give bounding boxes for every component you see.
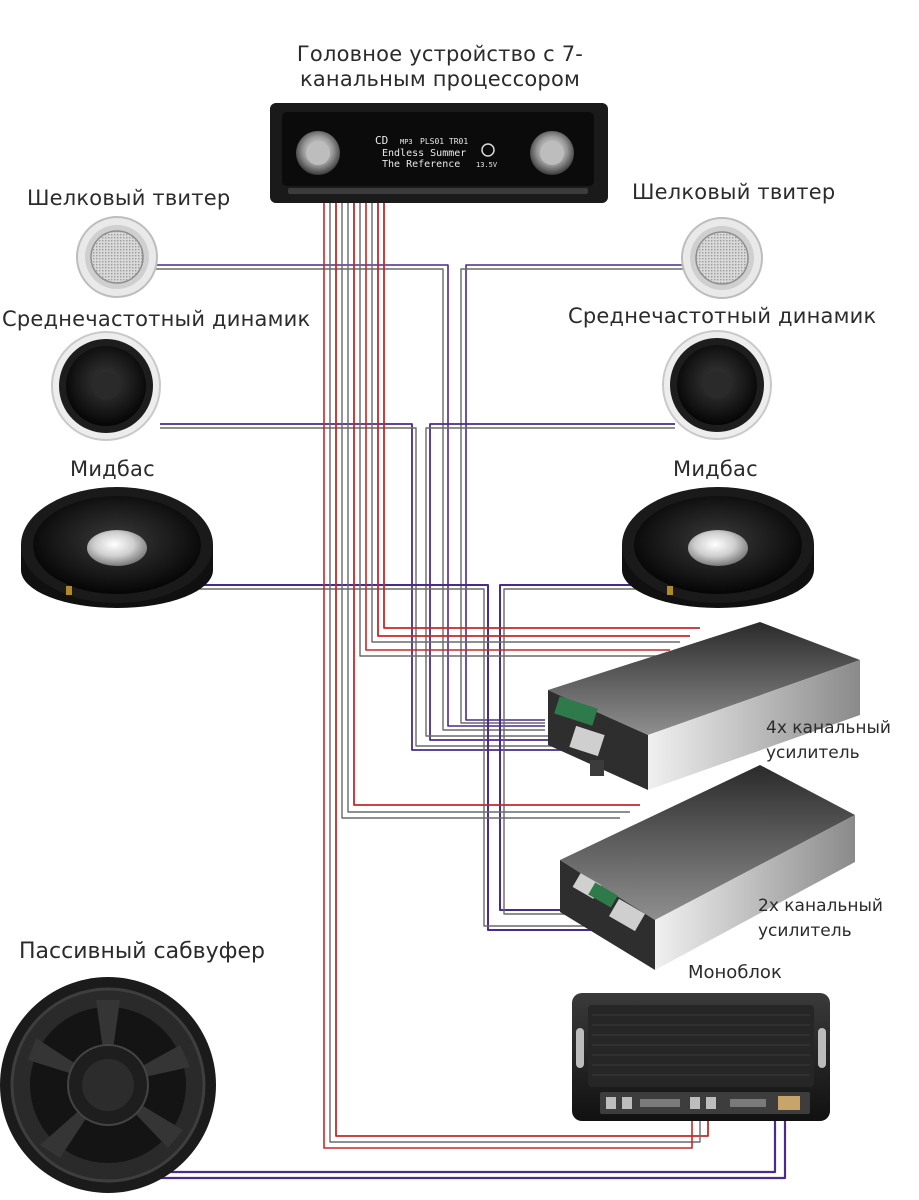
head-unit-label: Головное устройство с 7- канальным проце…	[0, 42, 880, 92]
wire-midrange-left-b	[160, 427, 575, 747]
subwoofer-label: Пассивный сабвуфер	[19, 939, 265, 964]
wire-tweeter-right-a	[465, 264, 685, 721]
midrange-left-label: Среднечастотный динамик	[2, 307, 311, 331]
wire-midrange-right-a	[429, 423, 675, 741]
amplifier-4ch-label: 4х канальный усилитель	[766, 716, 891, 765]
wire-rca-4ch-red-2	[377, 203, 690, 637]
wire-rca-4ch-red-1	[383, 203, 700, 629]
wire-tweeter-left-a	[155, 264, 545, 727]
lcd-voltage: 13.5V	[476, 161, 498, 169]
wire-rca-4ch-red-3	[365, 203, 670, 651]
wire-midbass-left-b	[180, 588, 615, 927]
power-icon	[481, 143, 495, 157]
head-unit-label-line-2: канальным процессором	[299, 67, 581, 92]
mono-amplifier-label: Моноблок	[688, 962, 782, 983]
amplifier-mono	[572, 993, 830, 1121]
wire-rca-2ch-gray-1	[347, 203, 630, 813]
wire-midbass-right-a	[499, 584, 660, 911]
head-unit: CD MP3 PLS01 TR01 Endless Summer The Ref…	[270, 103, 608, 203]
wire-rca-mono-gray	[329, 203, 701, 1143]
wire-subwoofer-b	[140, 1120, 787, 1180]
midbass-left	[21, 487, 213, 608]
lcd-line-2: The Reference	[382, 159, 460, 170]
wire-midrange-left-a	[160, 423, 575, 751]
midrange-right-label: Среднечастотный динамик	[568, 304, 877, 328]
amplifier-4ch-label-line-2: усилитель	[766, 742, 860, 763]
wire-midbass-left-a	[180, 584, 615, 931]
lcd-format: MP3	[400, 138, 413, 146]
subwoofer	[0, 977, 216, 1193]
amplifier-4ch	[548, 622, 860, 790]
midbass-left-label: Мидбас	[70, 457, 155, 481]
midrange-left	[51, 331, 161, 441]
wire-rca-2ch-gray-2	[341, 203, 620, 819]
head-unit-label-line-1: Головное устройство с 7-	[296, 42, 584, 66]
amplifier-2ch	[560, 765, 855, 970]
midbass-right	[622, 487, 814, 608]
wire-rca-mono-red-1	[335, 203, 709, 1137]
tweeter-left	[76, 216, 158, 298]
amplifier-2ch-label-line-1: 2х канальный	[758, 896, 883, 916]
wire-tweeter-right-b	[460, 268, 685, 724]
wiring-harness	[140, 203, 787, 1180]
wire-rca-4ch-gray-2	[359, 203, 660, 657]
wire-subwoofer-a	[140, 1120, 777, 1174]
midrange-right	[662, 330, 772, 440]
amplifier-2ch-label-line-2: усилитель	[758, 920, 852, 941]
wire-rca-2ch-red	[353, 203, 640, 806]
lcd-mode: CD	[375, 134, 388, 147]
wire-rca-mono-red-2	[323, 203, 693, 1149]
tweeter-right	[681, 217, 763, 299]
lcd-track: PLS01 TR01	[420, 137, 468, 146]
midbass-right-label: Мидбас	[673, 457, 758, 481]
lcd-line-1: Endless Summer	[382, 148, 466, 159]
tweeter-right-label: Шелковый твитер	[632, 180, 836, 204]
wire-rca-4ch-gray-1	[371, 203, 680, 643]
wire-tweeter-left-b	[155, 268, 545, 731]
wire-midbass-right-b	[503, 588, 660, 915]
amplifier-2ch-label: 2х канальный усилитель	[758, 894, 883, 943]
tweeter-left-label: Шелковый твитер	[27, 186, 231, 210]
amplifier-4ch-label-line-1: 4х канальный	[766, 718, 891, 738]
